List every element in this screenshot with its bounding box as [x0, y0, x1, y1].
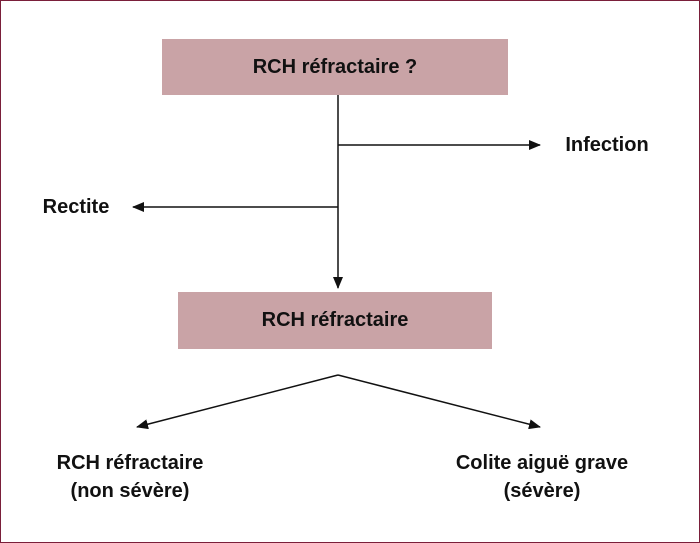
middle-box-label: RCH réfractaire	[261, 309, 409, 331]
branch-rectite-label: Rectite	[42, 196, 110, 218]
arrow-to-outcome-left	[136, 374, 339, 430]
outcome-right-line2: (sévère)	[503, 480, 581, 502]
outcome-right: Colite aiguë grave (sévère)	[424, 449, 660, 505]
outcome-left: RCH réfractaire (non sévère)	[20, 449, 240, 505]
branch-infection-label: Infection	[565, 134, 649, 156]
outcome-right-line1: Colite aiguë grave	[455, 452, 629, 474]
outcome-left-line2: (non sévère)	[70, 480, 190, 502]
arrow-to-outcome-right	[337, 374, 541, 430]
outcome-left-line1: RCH réfractaire	[56, 452, 204, 474]
top-box-label: RCH réfractaire ?	[252, 55, 418, 78]
middle-box: RCH réfractaire	[178, 292, 492, 349]
top-box: RCH réfractaire ?	[162, 39, 508, 95]
